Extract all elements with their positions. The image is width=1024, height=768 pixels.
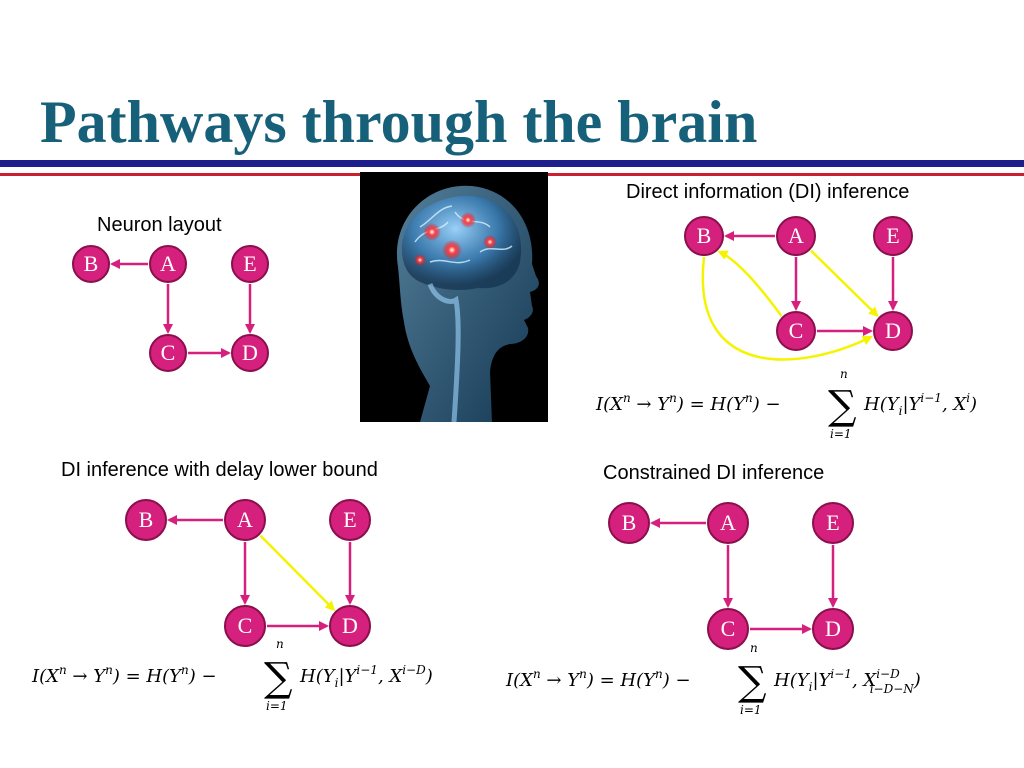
human-head-brain-xray-image: [360, 172, 548, 422]
node-constrained-a: A: [707, 502, 749, 544]
formula-di-delay-text: I(Xn → Yn) = H(Yn) −: [31, 663, 217, 687]
edge-di_inference-a-to-d: [810, 249, 879, 318]
edge-di_delay-a-to-d: [259, 534, 336, 612]
node-di_inference-a: A: [776, 216, 816, 256]
node-label: D: [242, 340, 258, 365]
label-di-inference: Direct information (DI) inference: [626, 181, 910, 203]
formula-constrained-sum-bottom: i=1: [740, 703, 762, 717]
node-constrained-e: E: [812, 502, 854, 544]
node-di_delay-b: B: [125, 499, 167, 541]
formula-di-sum-sign: ∑: [828, 383, 857, 429]
formula-constrained-text: I(Xn → Yn) = H(Yn) −: [505, 667, 691, 691]
label-di-delay: DI inference with delay lower bound: [61, 459, 378, 481]
formula-di-delay: I(Xn → Yn) = H(Yn) − n ∑ i=1 H(Yi|Yi−1, …: [31, 637, 433, 713]
formula-di-delay-sum-top: n: [276, 637, 284, 651]
formula-constrained-sum-top: n: [750, 641, 758, 655]
edge-di_inference-c-to-b: [717, 250, 783, 317]
formula-di-text: I(Xn → Yn) = H(Yn) −: [595, 391, 781, 415]
node-label: C: [721, 616, 736, 641]
node-label: B: [622, 510, 637, 535]
formula-constrained-sum-sign: ∑: [738, 659, 767, 705]
node-label: B: [84, 251, 99, 276]
node-label: A: [720, 510, 736, 535]
label-constrained-di: Constrained DI inference: [603, 462, 825, 484]
graph-neuron_layout: B A E C D: [72, 245, 269, 372]
node-label: C: [789, 318, 804, 343]
node-label: E: [886, 223, 899, 248]
formula-di-delay-sum-bottom: i=1: [266, 699, 288, 713]
node-label: D: [885, 318, 901, 343]
node-di_inference-d: D: [873, 311, 913, 351]
slide-title: Pathways through the brain: [40, 89, 758, 155]
node-label: A: [788, 223, 804, 248]
node-di_inference-c: C: [776, 311, 816, 351]
node-label: A: [160, 251, 176, 276]
label-neuron-layout: Neuron layout: [97, 214, 222, 236]
formula-di-delay-sum-sign: ∑: [264, 655, 293, 701]
edge-di_inference-b-to-d: [701, 256, 873, 361]
formula-di: I(Xn → Yn) = H(Yn) − n ∑ i=1 H(Yi|Yi−1, …: [595, 367, 977, 441]
node-label: E: [826, 510, 839, 535]
formula-constrained: I(Xn → Yn) = H(Yn) − n ∑ i=1 H(Yi|Yi−1, …: [505, 641, 921, 717]
node-di_delay-e: E: [329, 499, 371, 541]
node-label: A: [237, 507, 253, 532]
node-label: B: [697, 223, 712, 248]
node-label: C: [161, 340, 176, 365]
node-neuron_layout-c: C: [149, 334, 187, 372]
node-label: E: [343, 507, 356, 532]
graph-di_inference: B A E C D: [684, 216, 913, 361]
node-di_inference-e: E: [873, 216, 913, 256]
title-rule-blue: [0, 160, 1024, 167]
node-neuron_layout-e: E: [231, 245, 269, 283]
formula-di-delay-term: H(Yi|Yi−1, Xi−D): [299, 663, 433, 690]
node-neuron_layout-b: B: [72, 245, 110, 283]
node-di_delay-a: A: [224, 499, 266, 541]
node-label: B: [139, 507, 154, 532]
formula-di-term: H(Yi|Yi−1, Xi): [863, 391, 977, 418]
node-label: E: [243, 251, 256, 276]
node-neuron_layout-d: D: [231, 334, 269, 372]
node-label: D: [825, 616, 841, 641]
node-neuron_layout-a: A: [149, 245, 187, 283]
formula-di-sum-top: n: [840, 367, 848, 381]
formula-di-sum-bottom: i=1: [830, 427, 852, 441]
node-constrained-b: B: [608, 502, 650, 544]
graph-constrained: B A E C D: [608, 502, 854, 650]
node-di_inference-b: B: [684, 216, 724, 256]
